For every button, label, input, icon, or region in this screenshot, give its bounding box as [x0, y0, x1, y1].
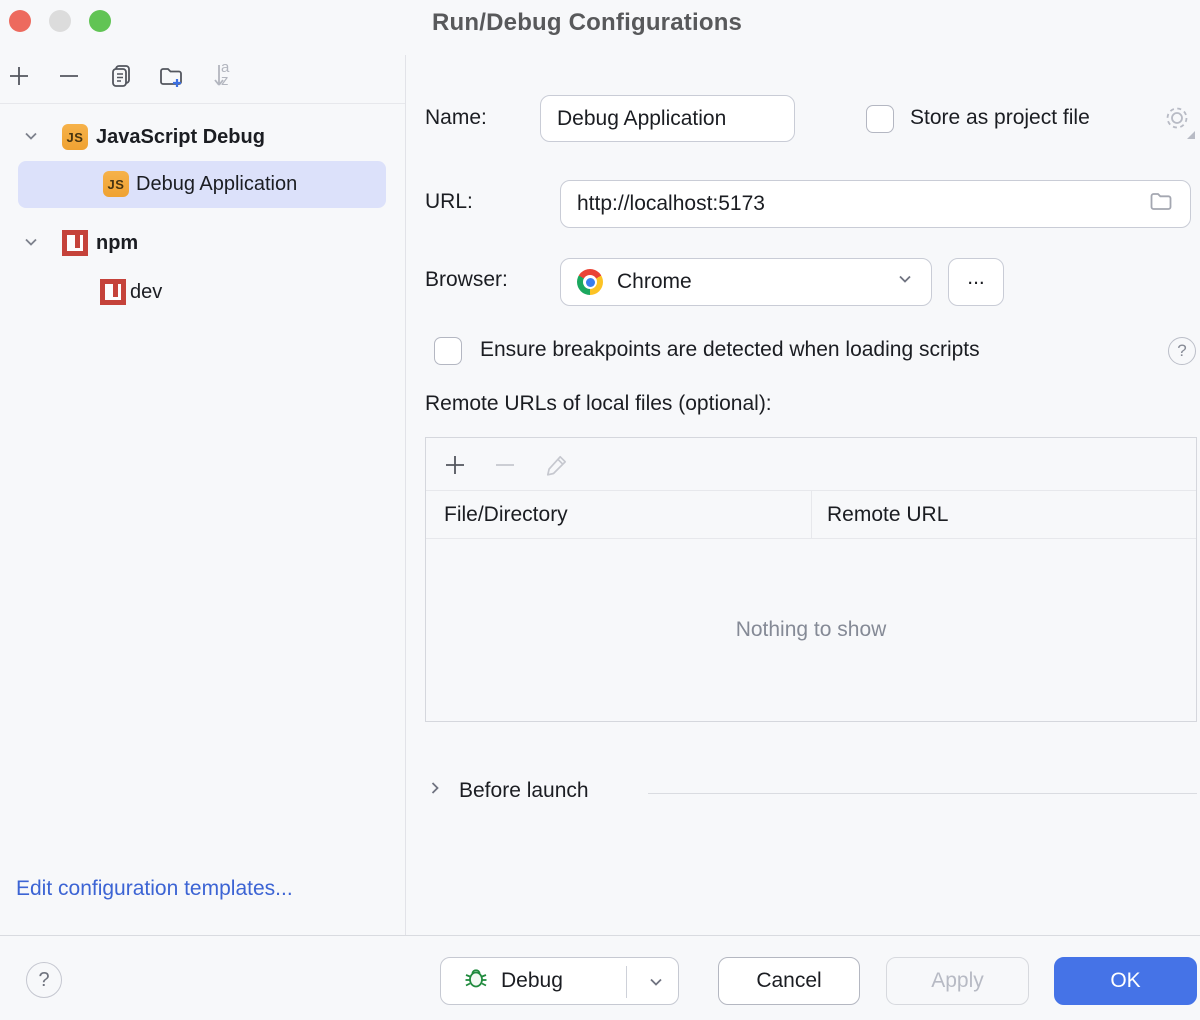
add-icon[interactable]: [4, 61, 34, 91]
chevron-down-icon[interactable]: [22, 233, 40, 257]
table-header-row: File/Directory Remote URL: [426, 491, 1196, 539]
remote-urls-table: File/Directory Remote URL Nothing to sho…: [425, 437, 1197, 722]
before-launch-rule: [648, 793, 1197, 794]
gear-icon[interactable]: [1162, 103, 1195, 139]
store-as-project-file-label: Store as project file: [910, 106, 1090, 129]
column-divider[interactable]: [811, 491, 812, 539]
remove-icon[interactable]: [54, 61, 84, 91]
tree-item-debug-application[interactable]: JS Debug Application: [0, 160, 405, 208]
minimize-button[interactable]: [49, 10, 71, 32]
tree-item-label: npm: [96, 231, 139, 254]
javascript-icon: JS: [62, 124, 88, 150]
apply-button: Apply: [886, 957, 1029, 1005]
browser-select[interactable]: Chrome: [560, 258, 932, 306]
sidebar-toolbar: a z: [0, 58, 405, 98]
tree-item-dev[interactable]: dev: [0, 268, 405, 316]
url-label: URL:: [425, 190, 473, 213]
tree-selection-highlight: [18, 161, 386, 208]
table-edit-icon: [544, 452, 570, 478]
javascript-icon: JS: [103, 171, 129, 197]
chevron-right-icon[interactable]: [425, 778, 445, 803]
npm-icon: [100, 279, 126, 305]
footer-divider: [0, 935, 1200, 936]
ensure-breakpoints-label: Ensure breakpoints are detected when loa…: [480, 338, 980, 361]
sort-alphabetically-icon: a z: [208, 59, 238, 91]
before-launch-label: Before launch: [459, 778, 589, 802]
debug-button[interactable]: Debug: [440, 957, 679, 1005]
browser-more-button[interactable]: ...: [948, 258, 1004, 306]
chevron-down-icon[interactable]: [639, 972, 673, 992]
before-launch-section[interactable]: Before launch: [425, 778, 589, 803]
debug-button-label: Debug: [501, 969, 563, 992]
sort-letter-z: z: [221, 72, 229, 89]
tree-item-npm[interactable]: npm: [0, 219, 405, 267]
dialog-title: Run/Debug Configurations: [432, 9, 743, 36]
cancel-button[interactable]: Cancel: [718, 957, 860, 1005]
url-input[interactable]: http://localhost:5173: [560, 180, 1191, 228]
split-button-divider: [626, 966, 627, 998]
zoom-button[interactable]: [89, 10, 111, 32]
sort-letter-a: a: [221, 59, 230, 76]
sidebar-toolbar-divider: [0, 103, 405, 104]
sidebar-divider: [405, 55, 406, 935]
bug-icon: [463, 965, 489, 997]
ok-button[interactable]: OK: [1054, 957, 1197, 1005]
new-folder-icon[interactable]: [156, 61, 186, 91]
name-input[interactable]: Debug Application: [540, 95, 795, 142]
dialog-help-icon[interactable]: ?: [26, 962, 62, 998]
table-column-file-directory[interactable]: File/Directory: [444, 502, 568, 526]
ensure-breakpoints-checkbox[interactable]: [434, 337, 462, 365]
edit-configuration-templates-link[interactable]: Edit configuration templates...: [16, 877, 293, 900]
browse-folder-icon[interactable]: [1148, 188, 1174, 220]
browser-selected-value: Chrome: [617, 270, 692, 293]
table-remove-icon: [492, 452, 518, 478]
close-button[interactable]: [9, 10, 31, 32]
npm-icon: [62, 230, 88, 256]
copy-icon[interactable]: [106, 61, 136, 91]
chrome-icon: [577, 269, 603, 295]
tree-item-label: Debug Application: [136, 172, 298, 195]
table-empty-text: Nothing to show: [735, 618, 887, 641]
url-value: http://localhost:5173: [577, 192, 765, 215]
chevron-down-icon[interactable]: [22, 127, 40, 151]
remote-urls-label: Remote URLs of local files (optional):: [425, 392, 772, 415]
tree-item-label: JavaScript Debug: [96, 125, 265, 148]
help-icon[interactable]: ?: [1168, 337, 1196, 365]
tree-item-javascript-debug[interactable]: JS JavaScript Debug: [0, 113, 405, 161]
name-label: Name:: [425, 106, 487, 129]
store-as-project-file-checkbox[interactable]: [866, 105, 894, 133]
chevron-down-icon: [895, 269, 915, 295]
tree-item-label: dev: [130, 280, 163, 303]
table-add-icon[interactable]: [442, 452, 468, 478]
table-column-remote-url[interactable]: Remote URL: [827, 502, 949, 526]
browser-label: Browser:: [425, 268, 508, 291]
table-toolbar: [426, 438, 1196, 491]
